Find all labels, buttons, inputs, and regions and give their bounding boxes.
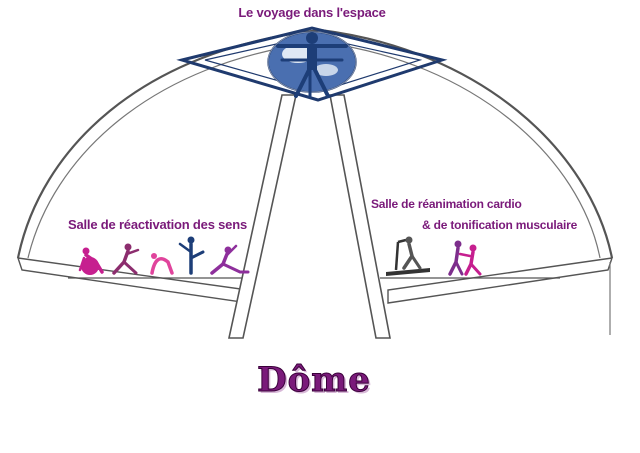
gym-ball-woman-icon	[78, 247, 104, 275]
cardio-room-label-line2: & de tonification musculaire	[422, 218, 578, 232]
left-floor-ledge	[16, 257, 249, 304]
left-center-pillar	[228, 94, 297, 339]
right-floor-ledge	[387, 257, 614, 304]
strength-training-icon	[448, 240, 482, 276]
backbend-woman-icon	[150, 253, 174, 275]
treadmill-runner-icon	[386, 236, 430, 276]
dancer-icon	[112, 243, 140, 275]
apex-navy-frame	[176, 26, 448, 102]
senses-room-label: Salle de réactivation des sens	[68, 217, 247, 232]
lunge-woman-icon	[210, 244, 250, 275]
space-voyage-label: Le voyage dans l'espace	[238, 5, 386, 20]
dome-title: Dôme	[257, 360, 371, 401]
right-center-pillar	[329, 94, 391, 339]
vitruvian-globe-icon	[267, 31, 357, 98]
cardio-room-label-line1: Salle de réanimation cardio	[371, 197, 522, 211]
yoga-pose-icon	[178, 236, 205, 275]
